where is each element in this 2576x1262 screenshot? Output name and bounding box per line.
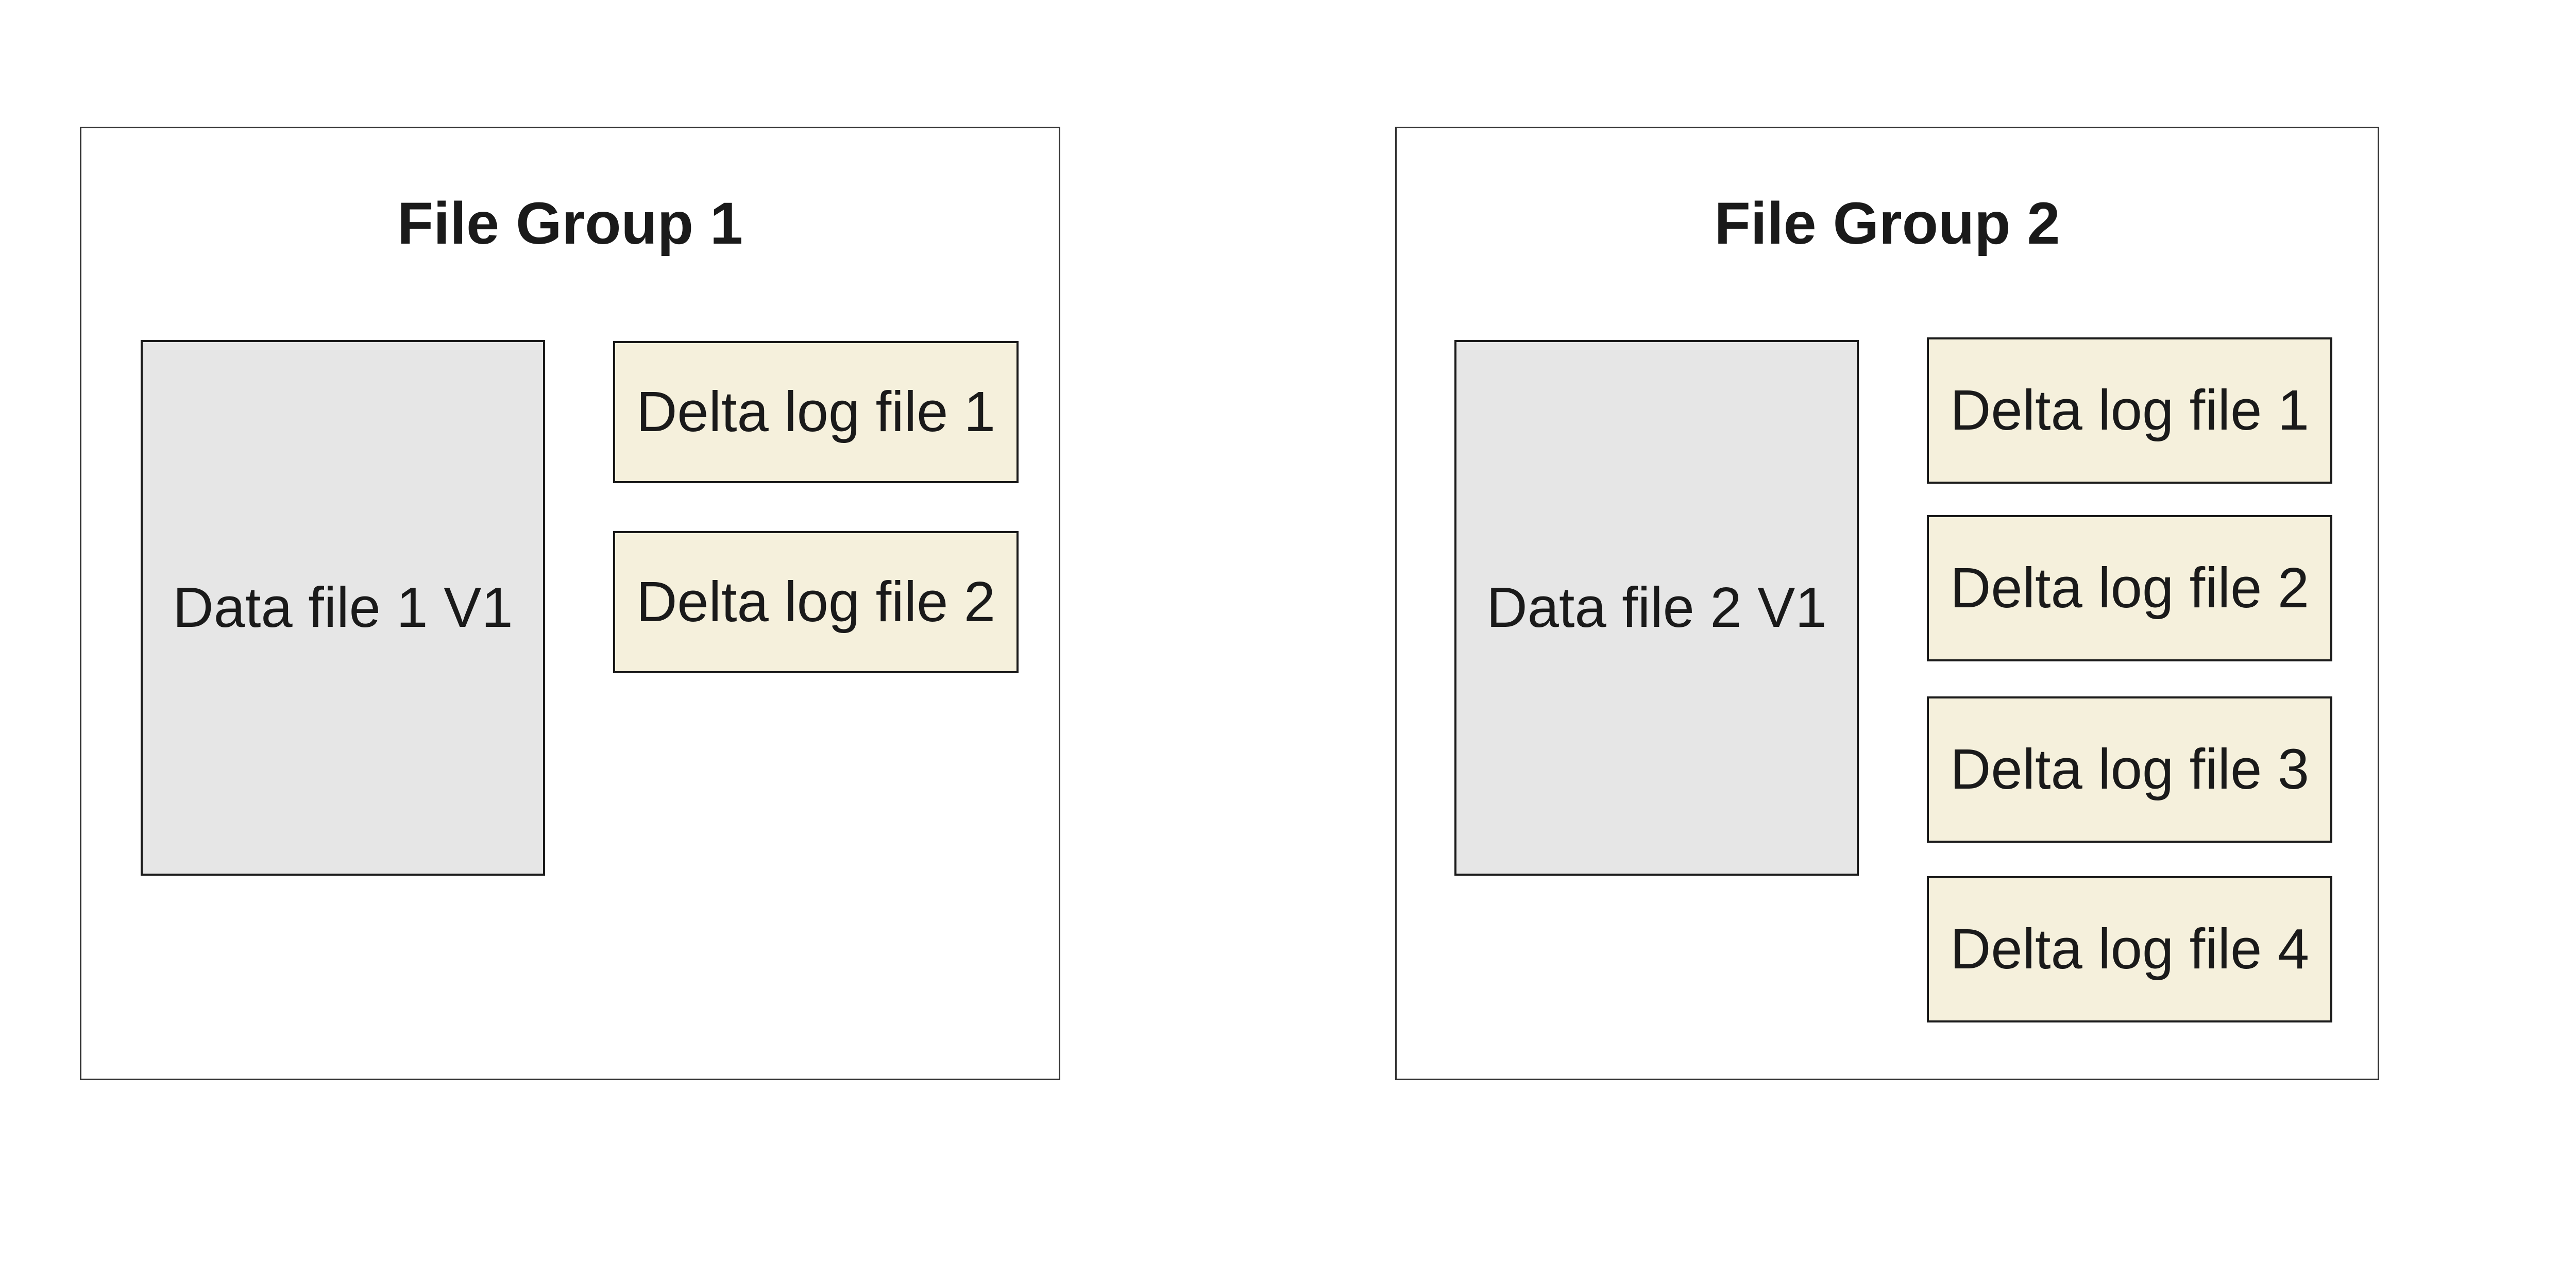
group2-delta-log-file-2-node: Delta log file 2 <box>1927 515 2332 661</box>
file-group-1-title: File Group 1 <box>397 191 743 257</box>
group2-delta-log-file-3-node: Delta log file 3 <box>1927 696 2332 843</box>
data-file-1-label: Data file 1 V1 <box>173 575 513 639</box>
group2-delta-log-file-3-label: Delta log file 3 <box>1950 737 2310 801</box>
data-file-1-node: Data file 1 V1 <box>141 340 545 876</box>
data-file-2-node: Data file 2 V1 <box>1454 340 1859 876</box>
group2-delta-log-file-2-label: Delta log file 2 <box>1950 556 2310 620</box>
group2-delta-log-file-1-node: Delta log file 1 <box>1927 337 2332 484</box>
group1-delta-log-file-1-label: Delta log file 1 <box>636 380 996 444</box>
file-group-2-title: File Group 2 <box>1714 191 2060 257</box>
group2-delta-log-file-4-label: Delta log file 4 <box>1950 917 2310 981</box>
file-group-1-container: File Group 1 Data file 1 V1 Delta log fi… <box>80 127 1060 1080</box>
group2-delta-log-file-4-node: Delta log file 4 <box>1927 876 2332 1022</box>
group1-delta-log-file-1-node: Delta log file 1 <box>613 341 1019 483</box>
group1-delta-log-file-2-node: Delta log file 2 <box>613 531 1019 673</box>
group2-delta-log-file-1-label: Delta log file 1 <box>1950 378 2310 442</box>
data-file-2-label: Data file 2 V1 <box>1486 575 1827 639</box>
file-group-2-container: File Group 2 Data file 2 V1 Delta log fi… <box>1395 127 2379 1080</box>
group1-delta-log-file-2-label: Delta log file 2 <box>636 570 996 634</box>
